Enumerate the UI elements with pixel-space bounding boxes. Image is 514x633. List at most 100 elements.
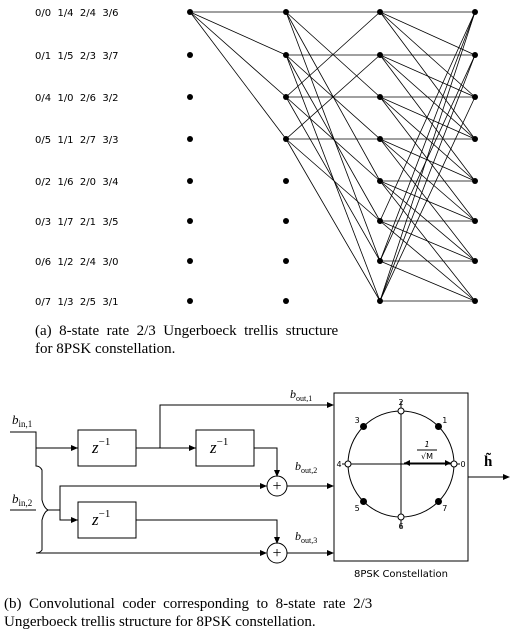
radius-denominator: √M	[421, 452, 433, 461]
trellis-edge	[379, 96, 476, 302]
radius-numerator: 1	[424, 440, 429, 449]
trellis-state-label: 0/7 1/3 2/5 3/1	[35, 297, 118, 308]
constellation-point	[397, 407, 405, 415]
adder-1-symbol: +	[272, 478, 281, 495]
trellis-edge	[379, 260, 476, 302]
constellation-point-label: 0	[460, 460, 465, 469]
arrow-head	[189, 445, 196, 451]
trellis-node	[187, 218, 193, 224]
arrow-head	[503, 474, 510, 480]
trellis-node	[187, 52, 193, 58]
constellation-point-label: 6	[398, 522, 403, 531]
coder-caption-line1: (b) Convolutional coder corresponding to…	[4, 596, 372, 612]
input1-label: bin,1	[12, 412, 32, 429]
trellis-node	[472, 9, 478, 15]
trellis-edge	[379, 54, 476, 98]
trellis-node	[377, 258, 383, 264]
trellis-edge	[285, 96, 381, 262]
delay-2-label: z−1	[209, 436, 228, 457]
out1-label: bout,1	[290, 387, 312, 403]
trellis-edge	[379, 54, 476, 302]
out2-label: bout,2	[295, 459, 317, 475]
trellis-nodes	[187, 9, 478, 304]
arrow-head	[274, 537, 280, 544]
out1-line	[159, 404, 330, 448]
trellis-edge	[379, 96, 476, 140]
trellis-node	[283, 94, 289, 100]
trellis-node	[472, 136, 478, 142]
constellation-point	[344, 460, 352, 468]
arrow-head	[71, 517, 78, 523]
trellis-edge	[379, 11, 476, 56]
trellis-edge	[285, 11, 381, 262]
trellis-node	[187, 94, 193, 100]
arrow-head	[260, 483, 267, 489]
trellis-state-label: 0/0 1/4 2/4 3/6	[35, 8, 118, 19]
trellis-caption-line2: for 8PSK constellation.	[35, 341, 175, 357]
trellis-node	[283, 298, 289, 304]
arrow-head	[445, 460, 451, 466]
constellation-point	[434, 423, 442, 431]
delay-1-label: z−1	[91, 436, 110, 457]
arrow-head	[404, 460, 410, 466]
input1-line	[10, 431, 78, 449]
constellation-point-label: 5	[355, 504, 360, 513]
trellis-node	[472, 218, 478, 224]
trellis-node	[472, 52, 478, 58]
trellis-state-labels: 0/0 1/4 2/4 3/6 0/1 1/5 2/3 3/7 0/4 1/0 2/…	[35, 8, 118, 308]
constellation-point	[397, 513, 405, 521]
trellis-node	[472, 94, 478, 100]
trellis-caption-line1: (a) 8-state rate 2/3 Ungerboeck trellis …	[35, 323, 339, 339]
arrow-head	[327, 550, 334, 556]
adder-2-symbol: +	[272, 545, 281, 562]
out3-label: bout,3	[295, 529, 317, 545]
delay3-to-adder2-line	[136, 519, 278, 543]
constellation-point	[450, 460, 458, 468]
trellis-edge	[379, 138, 476, 262]
trellis-edge	[379, 180, 476, 222]
trellis-edge	[285, 11, 381, 98]
trellis-edge	[285, 54, 381, 222]
trellis-edge	[189, 11, 287, 56]
arrow-head	[71, 445, 78, 451]
trellis-node	[283, 52, 289, 58]
trellis-edge	[379, 11, 476, 302]
input2-label: bin,2	[12, 491, 32, 508]
delay-3-label: z−1	[91, 508, 110, 529]
coder-caption-line2: Ungerboeck trellis structure for 8PSK co…	[4, 614, 316, 630]
constellation-point-label: 2	[398, 398, 403, 407]
trellis-node	[377, 136, 383, 142]
trellis-edge	[285, 138, 381, 302]
trellis-edge	[379, 11, 476, 98]
trellis-edge	[379, 11, 476, 140]
trellis-state-label: 0/4 1/0 2/6 3/2	[35, 93, 118, 104]
trellis-edge	[189, 11, 287, 98]
constellation-point-label: 3	[355, 416, 360, 425]
arrow-head	[327, 402, 334, 408]
trellis-node	[283, 258, 289, 264]
trellis-node	[377, 218, 383, 224]
trellis-edge	[379, 138, 476, 222]
trellis-node	[377, 94, 383, 100]
trellis-node	[283, 178, 289, 184]
trellis-edge	[285, 54, 381, 140]
arrow-head	[327, 483, 334, 489]
trellis-node	[472, 178, 478, 184]
trellis-edge	[379, 11, 476, 222]
trellis-node	[187, 298, 193, 304]
trellis-node	[187, 136, 193, 142]
trellis-node	[377, 52, 383, 58]
input1-to-adder1-line	[48, 485, 267, 511]
constellation-point	[360, 423, 368, 431]
constellation-point	[360, 497, 368, 505]
trellis-state-label: 0/3 1/7 2/1 3/5	[35, 217, 118, 228]
trellis-state-label: 0/2 1/6 2/0 3/4	[35, 177, 118, 188]
constellation-title: 8PSK Constellation	[354, 569, 448, 580]
trellis-state-label: 0/1 1/5 2/3 3/7	[35, 51, 118, 62]
trellis-edge	[285, 54, 381, 302]
trellis-node	[187, 258, 193, 264]
input2-to-delay3-line	[48, 509, 78, 521]
trellis-edges	[189, 11, 476, 302]
delay2-to-adder1-line	[254, 447, 278, 476]
